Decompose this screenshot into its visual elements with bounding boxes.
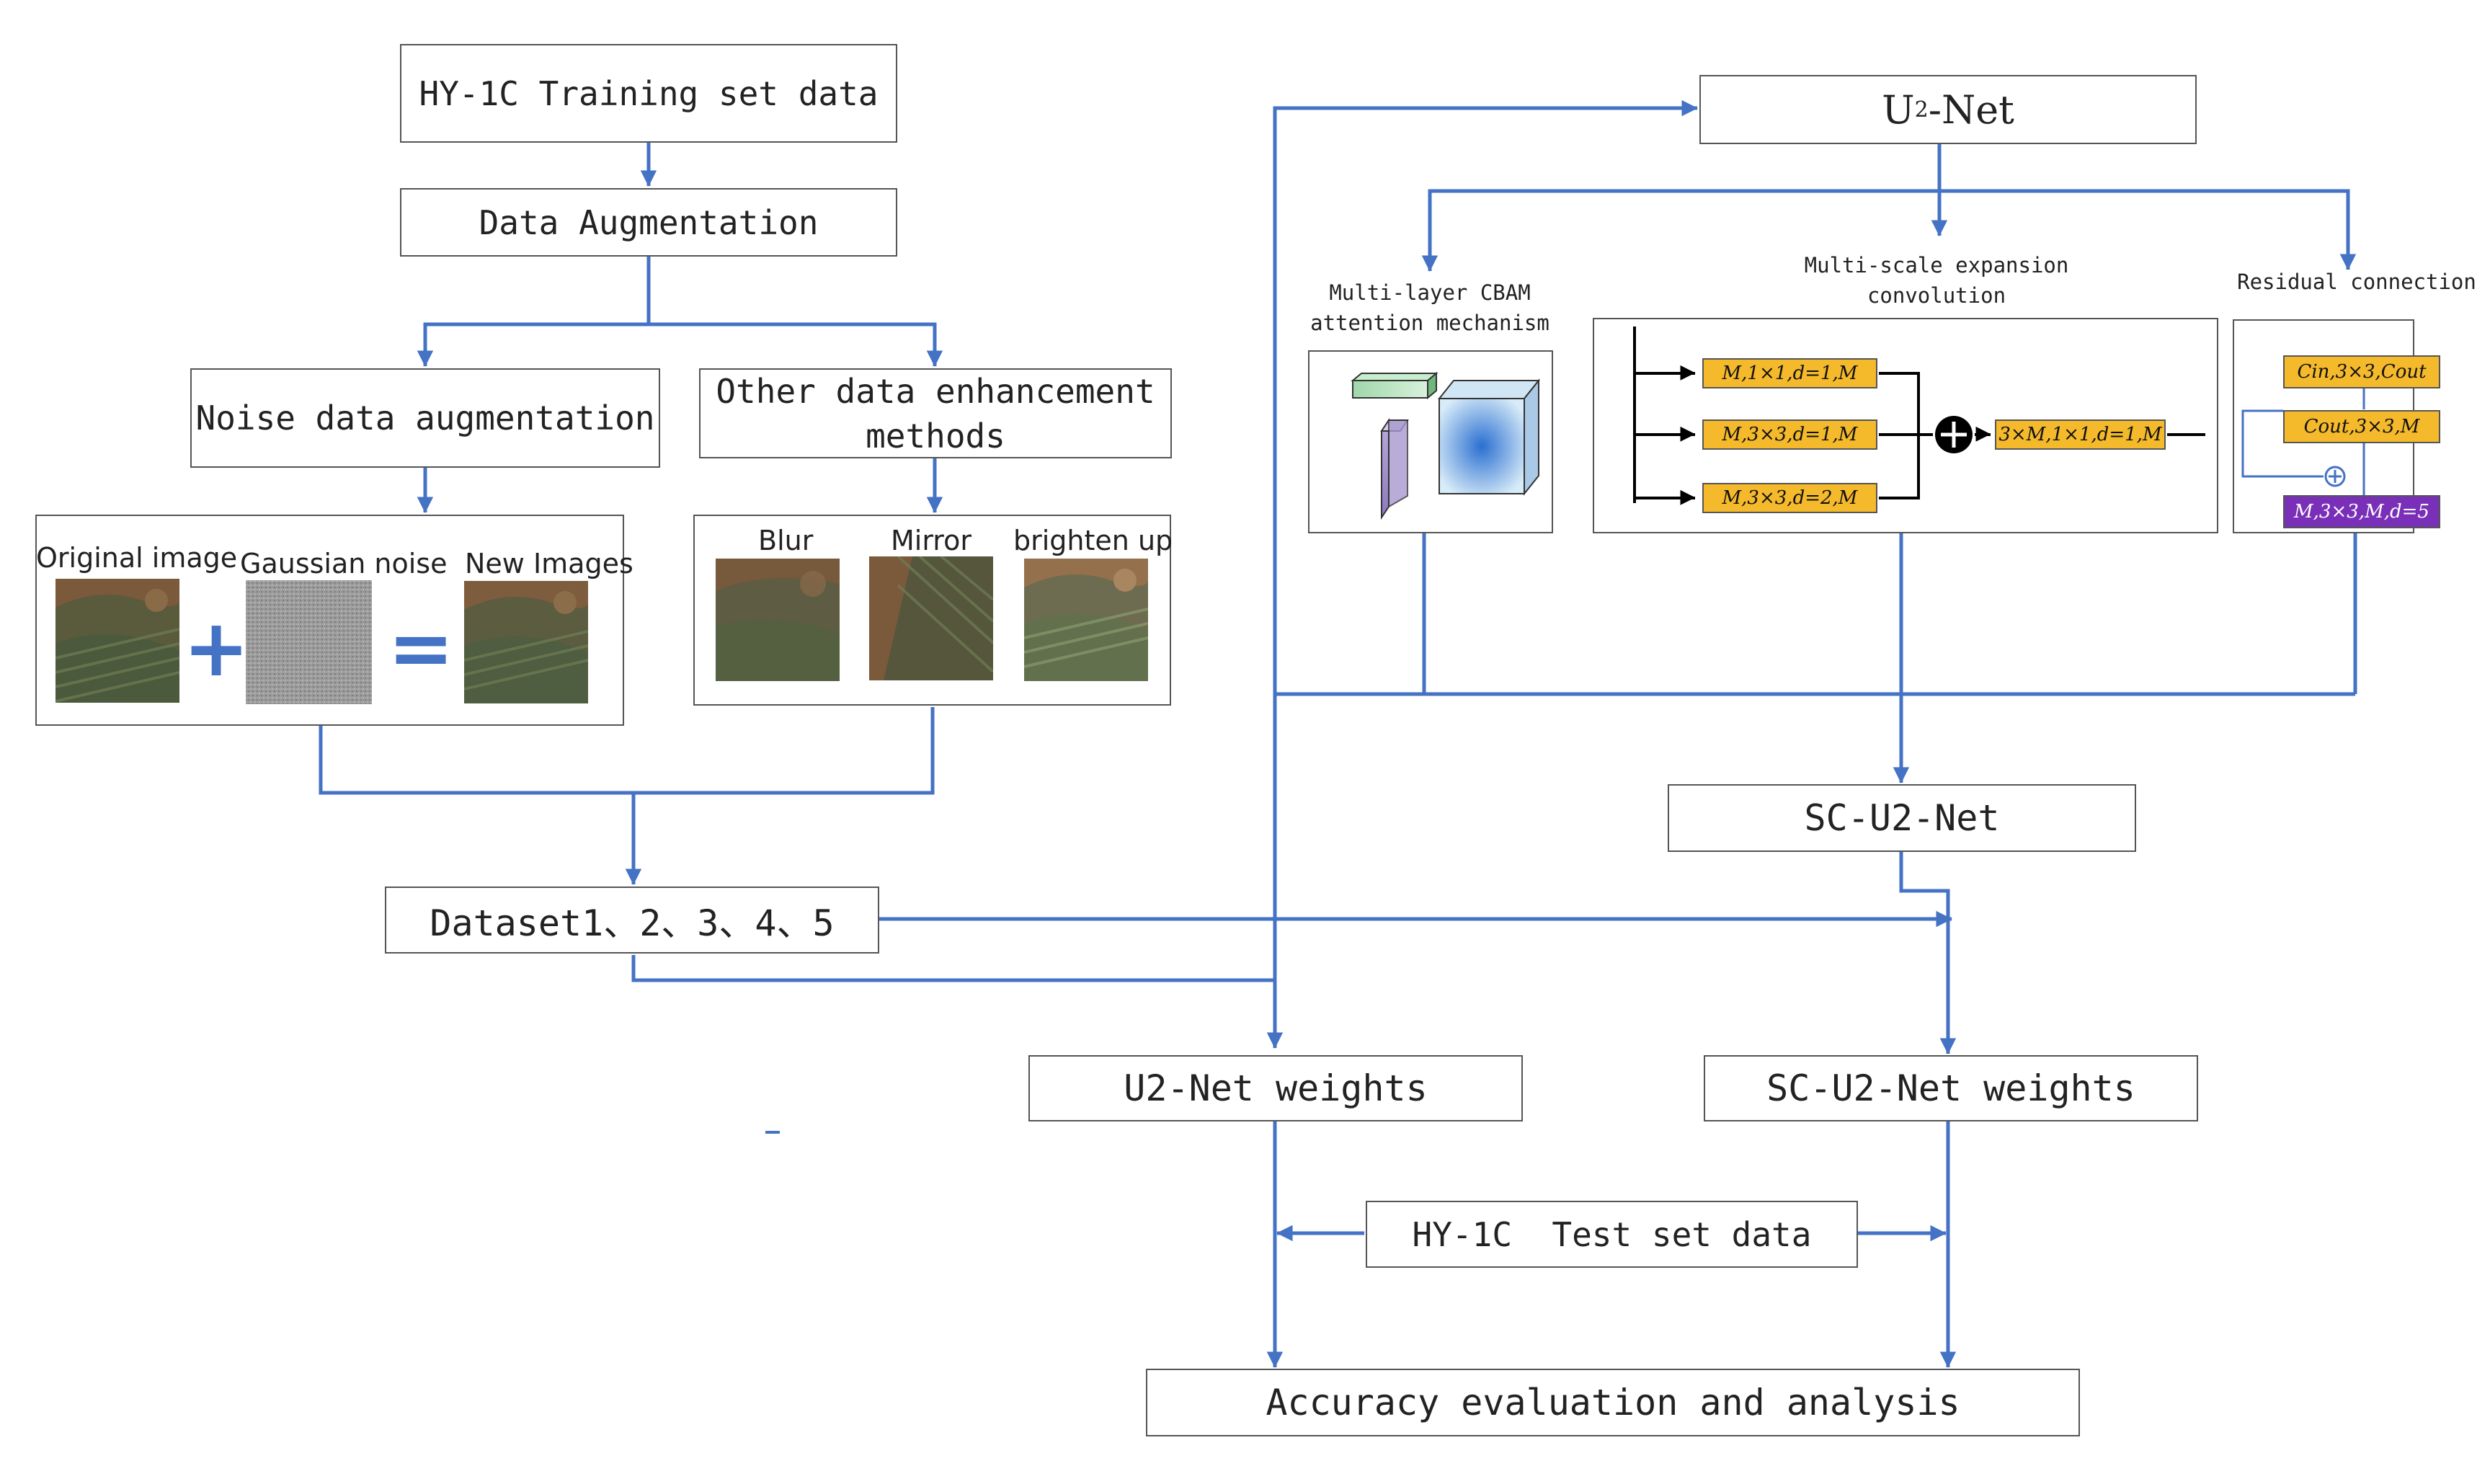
sc-u2net-weights-label: SC-U2-Net weights <box>1766 1067 2135 1109</box>
accuracy-box: Accuracy evaluation and analysis <box>1146 1369 2080 1436</box>
brighten-up-thumbnail <box>1024 559 1148 681</box>
brighten-up-label: brighten up <box>1013 525 1173 556</box>
test-set-label: HY-1C Test set data <box>1412 1214 1812 1254</box>
original-image-label: Original image <box>36 542 238 574</box>
ms-block-2: M,3×3,d=1,M <box>1702 419 1877 450</box>
other-augmentation-box: Other data enhancement methods <box>699 368 1172 458</box>
new-image-thumbnail <box>464 581 588 703</box>
res-block-3: M,3×3,M,d=5 <box>2283 495 2440 528</box>
cbam-module-illustration <box>1351 371 1541 520</box>
noise-augmentation-box: Noise data augmentation <box>190 368 660 468</box>
u2net-weights-label: U2-Net weights <box>1124 1067 1428 1109</box>
sc-u2net-box: SC-U2-Net <box>1668 784 2136 852</box>
data-augmentation-box: Data Augmentation <box>400 188 897 257</box>
residual-label: Residual connection <box>2237 270 2476 294</box>
equals-symbol: = <box>388 602 455 694</box>
blur-thumbnail <box>716 559 840 681</box>
mirror-thumbnail <box>869 556 993 680</box>
dataset-label: Dataset1、2、3、4、5 <box>430 902 835 944</box>
u2net-base: U <box>1882 86 1915 133</box>
sc-u2net-label: SC-U2-Net <box>1804 797 2000 839</box>
res-block-1: Cin,3×3,Cout <box>2283 355 2440 388</box>
mirror-label: Mirror <box>891 525 971 556</box>
residual-module-box: Cin,3×3,Cout Cout,3×3,M M,3×3,M,d=5 <box>2233 319 2440 533</box>
noise-augmentation-label: Noise data augmentation <box>195 399 655 437</box>
gaussian-noise-label: Gaussian noise <box>240 548 448 579</box>
res-block-2: Cout,3×3,M <box>2283 410 2440 443</box>
multiscale-wiring <box>1633 326 2205 505</box>
u2net-weights-box: U2-Net weights <box>1028 1055 1523 1121</box>
cbam-label: Multi-layer CBAM attention mechanism <box>1310 280 1549 335</box>
sc-u2net-weights-box: SC-U2-Net weights <box>1704 1055 2198 1121</box>
data-augmentation-label: Data Augmentation <box>479 203 819 242</box>
other-augmentation-label: Other data enhancement methods <box>716 371 1155 456</box>
ms-block-3: M,3×3,d=2,M <box>1702 483 1877 513</box>
gaussian-noise-thumbnail <box>246 580 372 704</box>
u2net-suffix: -Net <box>1928 86 2014 133</box>
plus-symbol: + <box>183 602 250 694</box>
multiscale-module-box: M,1×1,d=1,M M,3×3,d=1,M M,3×3,d=2,M 3×M,… <box>1593 318 2218 533</box>
u2net-superscript: 2 <box>1914 97 1929 123</box>
new-images-label: New Images <box>465 548 633 579</box>
multiscale-label: Multi-scale expansion convolution <box>1804 253 2069 308</box>
residual-wiring <box>2241 388 2365 497</box>
ms-block-1: M,1×1,d=1,M <box>1702 358 1877 388</box>
accuracy-label: Accuracy evaluation and analysis <box>1266 1382 1960 1423</box>
ms-block-concat: 3×M,1×1,d=1,M <box>1995 419 2166 450</box>
training-set-box: HY-1C Training set data <box>400 44 897 143</box>
training-set-label: HY-1C Training set data <box>419 74 879 113</box>
original-image-thumbnail <box>55 579 179 703</box>
dataset-box: Dataset1、2、3、4、5 <box>385 887 879 954</box>
test-set-box: HY-1C Test set data <box>1366 1201 1858 1268</box>
blur-label: Blur <box>758 525 814 556</box>
cbam-module-box <box>1308 350 1553 533</box>
